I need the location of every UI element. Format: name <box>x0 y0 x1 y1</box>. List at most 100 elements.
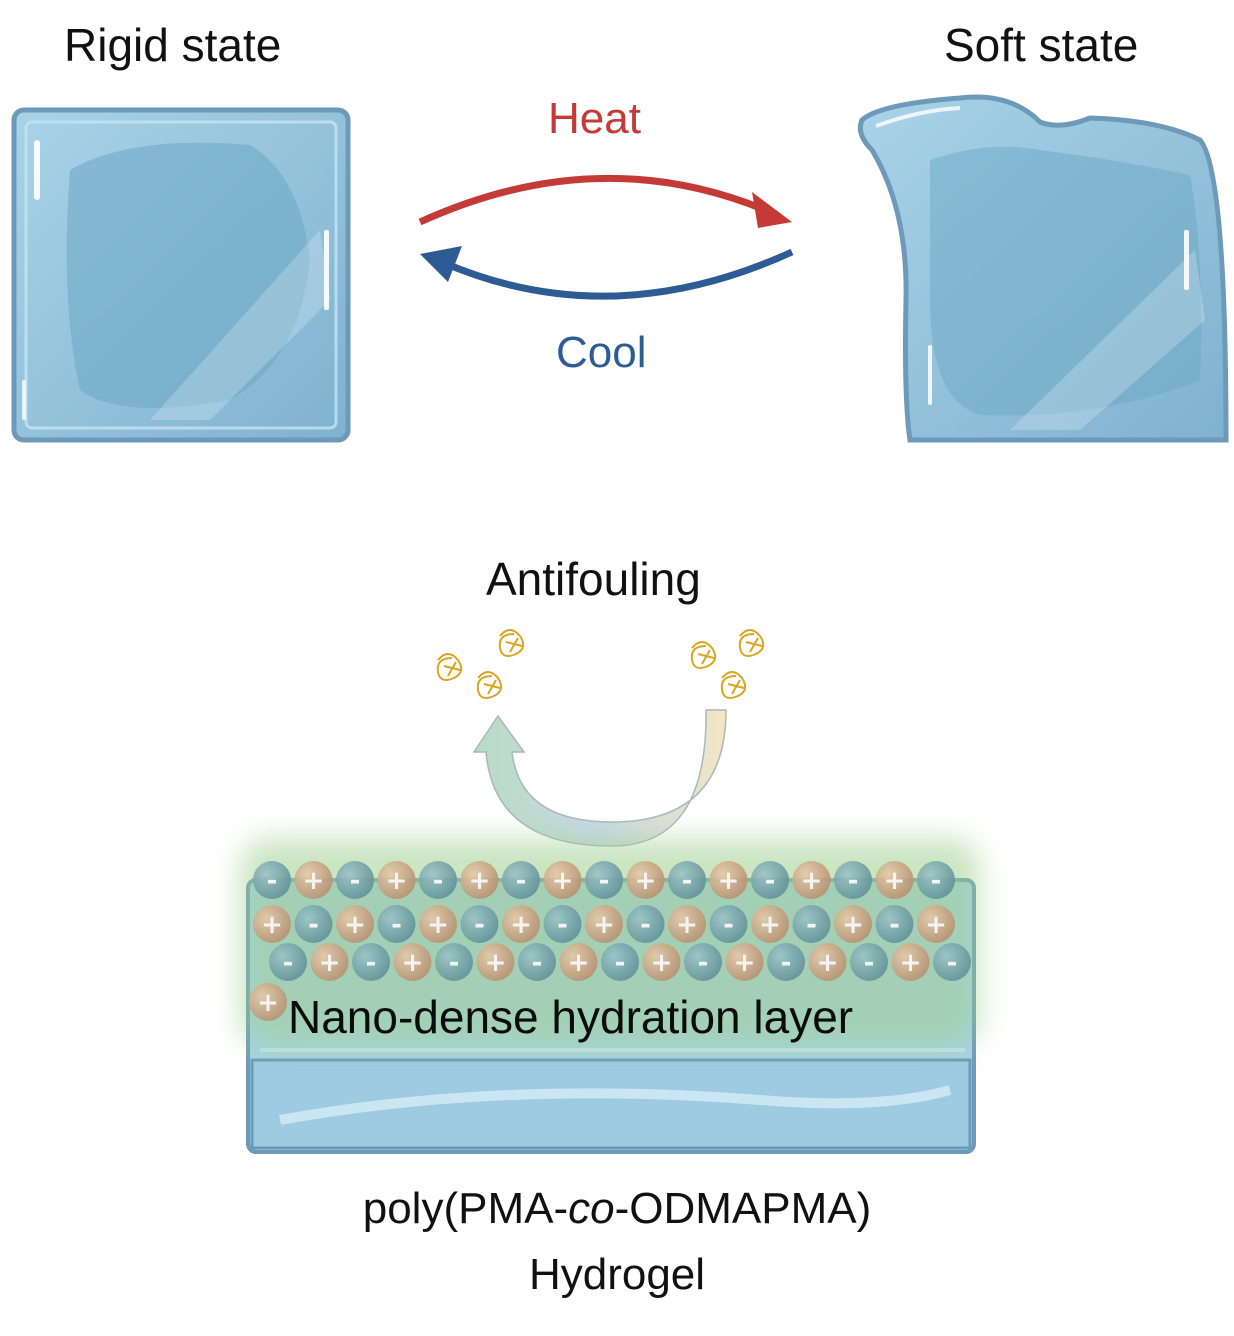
charge-symbol: + <box>257 988 279 1018</box>
charge-symbol: + <box>568 948 590 978</box>
anion-sphere: - <box>336 861 374 899</box>
charge-symbol: - <box>350 866 361 896</box>
charge-symbol: + <box>925 910 947 940</box>
rigid-state-label: Rigid state <box>64 19 282 71</box>
cation-sphere: + <box>626 861 665 899</box>
cation-sphere: + <box>808 943 847 981</box>
cation-sphere: + <box>543 861 582 899</box>
cation-sphere: + <box>875 861 914 899</box>
anion-sphere: - <box>435 943 473 981</box>
charge-symbol: + <box>651 948 673 978</box>
cation-sphere: + <box>336 905 374 943</box>
cation-sphere: + <box>891 943 930 981</box>
anion-sphere: - <box>502 861 540 899</box>
anion-sphere: - <box>377 905 416 943</box>
cation-sphere: + <box>792 861 831 899</box>
cation-sphere: + <box>310 943 349 981</box>
anion-sphere: - <box>543 905 582 943</box>
cation-sphere: + <box>249 983 287 1021</box>
charge-symbol: - <box>283 948 294 978</box>
charge-symbol: - <box>557 910 568 940</box>
cation-sphere: + <box>709 861 748 899</box>
anion-sphere: - <box>875 905 914 943</box>
hydration-layer-label: Nano-dense hydration layer <box>288 991 854 1043</box>
charge-symbol: + <box>261 910 283 940</box>
charge-symbol: - <box>433 866 444 896</box>
cation-sphere: + <box>419 905 457 943</box>
anion-sphere: - <box>518 943 556 981</box>
cation-sphere: + <box>751 905 789 943</box>
charge-symbol: - <box>806 910 817 940</box>
soft-gel-block <box>857 94 1229 443</box>
charge-symbol: - <box>599 866 610 896</box>
charge-symbol: - <box>474 910 485 940</box>
charge-symbol: - <box>308 910 319 940</box>
cation-sphere: + <box>559 943 598 981</box>
anion-sphere: - <box>253 861 291 899</box>
charge-symbol: + <box>552 866 574 896</box>
charge-symbol: - <box>765 866 776 896</box>
material-type: Hydrogel <box>528 1250 706 1299</box>
heat-label: Heat <box>548 94 641 143</box>
anion-sphere: - <box>460 905 499 943</box>
charge-symbol: + <box>427 910 449 940</box>
charge-symbol: - <box>723 910 734 940</box>
cation-sphere: + <box>502 905 540 943</box>
charge-symbol: + <box>593 910 615 940</box>
cation-sphere: + <box>460 861 499 899</box>
charge-symbol: - <box>267 866 278 896</box>
material-italic: co <box>568 1184 615 1233</box>
material-prefix: poly(PMA- <box>362 1184 569 1233</box>
cation-sphere: + <box>393 943 432 981</box>
anion-sphere: - <box>709 905 748 943</box>
cation-sphere: + <box>668 905 706 943</box>
charge-symbol: + <box>817 948 839 978</box>
charge-symbol: + <box>884 866 906 896</box>
charge-symbol: + <box>510 910 532 940</box>
anion-sphere: - <box>294 905 333 943</box>
cation-sphere: + <box>294 861 333 899</box>
charge-symbol: + <box>759 910 781 940</box>
anion-sphere: - <box>917 861 955 899</box>
charge-symbol: + <box>402 948 424 978</box>
charge-symbol: - <box>532 948 543 978</box>
charge-symbol: - <box>615 948 626 978</box>
charge-symbol: + <box>734 948 756 978</box>
anion-sphere: - <box>850 943 888 981</box>
anion-sphere: - <box>601 943 639 981</box>
anion-sphere: - <box>269 943 307 981</box>
charge-symbol: - <box>781 948 792 978</box>
charge-symbol: - <box>889 910 900 940</box>
charge-symbol: + <box>303 866 325 896</box>
charge-symbol: + <box>635 866 657 896</box>
anion-sphere: - <box>684 943 722 981</box>
charge-symbol: + <box>319 948 341 978</box>
charge-symbol: + <box>718 866 740 896</box>
anion-sphere: - <box>792 905 831 943</box>
protein-cluster-right <box>690 629 765 699</box>
heat-arrow <box>418 174 792 228</box>
anion-sphere: - <box>668 861 706 899</box>
antifouling-arrow <box>472 709 727 847</box>
anion-sphere: - <box>352 943 390 981</box>
charge-symbol: - <box>366 948 377 978</box>
charge-symbol: + <box>344 910 366 940</box>
cation-sphere: + <box>834 905 872 943</box>
cation-sphere: + <box>725 943 764 981</box>
charge-symbol: + <box>386 866 408 896</box>
charge-symbol: - <box>947 948 958 978</box>
cation-sphere: + <box>377 861 416 899</box>
cool-arrow <box>420 246 794 300</box>
charge-symbol: + <box>485 948 507 978</box>
cation-sphere: + <box>476 943 515 981</box>
charge-symbol: - <box>698 948 709 978</box>
protein-cluster-left <box>436 629 525 699</box>
charge-symbol: + <box>469 866 491 896</box>
anion-sphere: - <box>767 943 805 981</box>
charge-symbol: - <box>449 948 460 978</box>
anion-sphere: - <box>834 861 872 899</box>
cation-sphere: + <box>253 905 291 943</box>
charge-symbol: - <box>391 910 402 940</box>
antifouling-label: Antifouling <box>486 553 701 605</box>
anion-sphere: - <box>585 861 623 899</box>
